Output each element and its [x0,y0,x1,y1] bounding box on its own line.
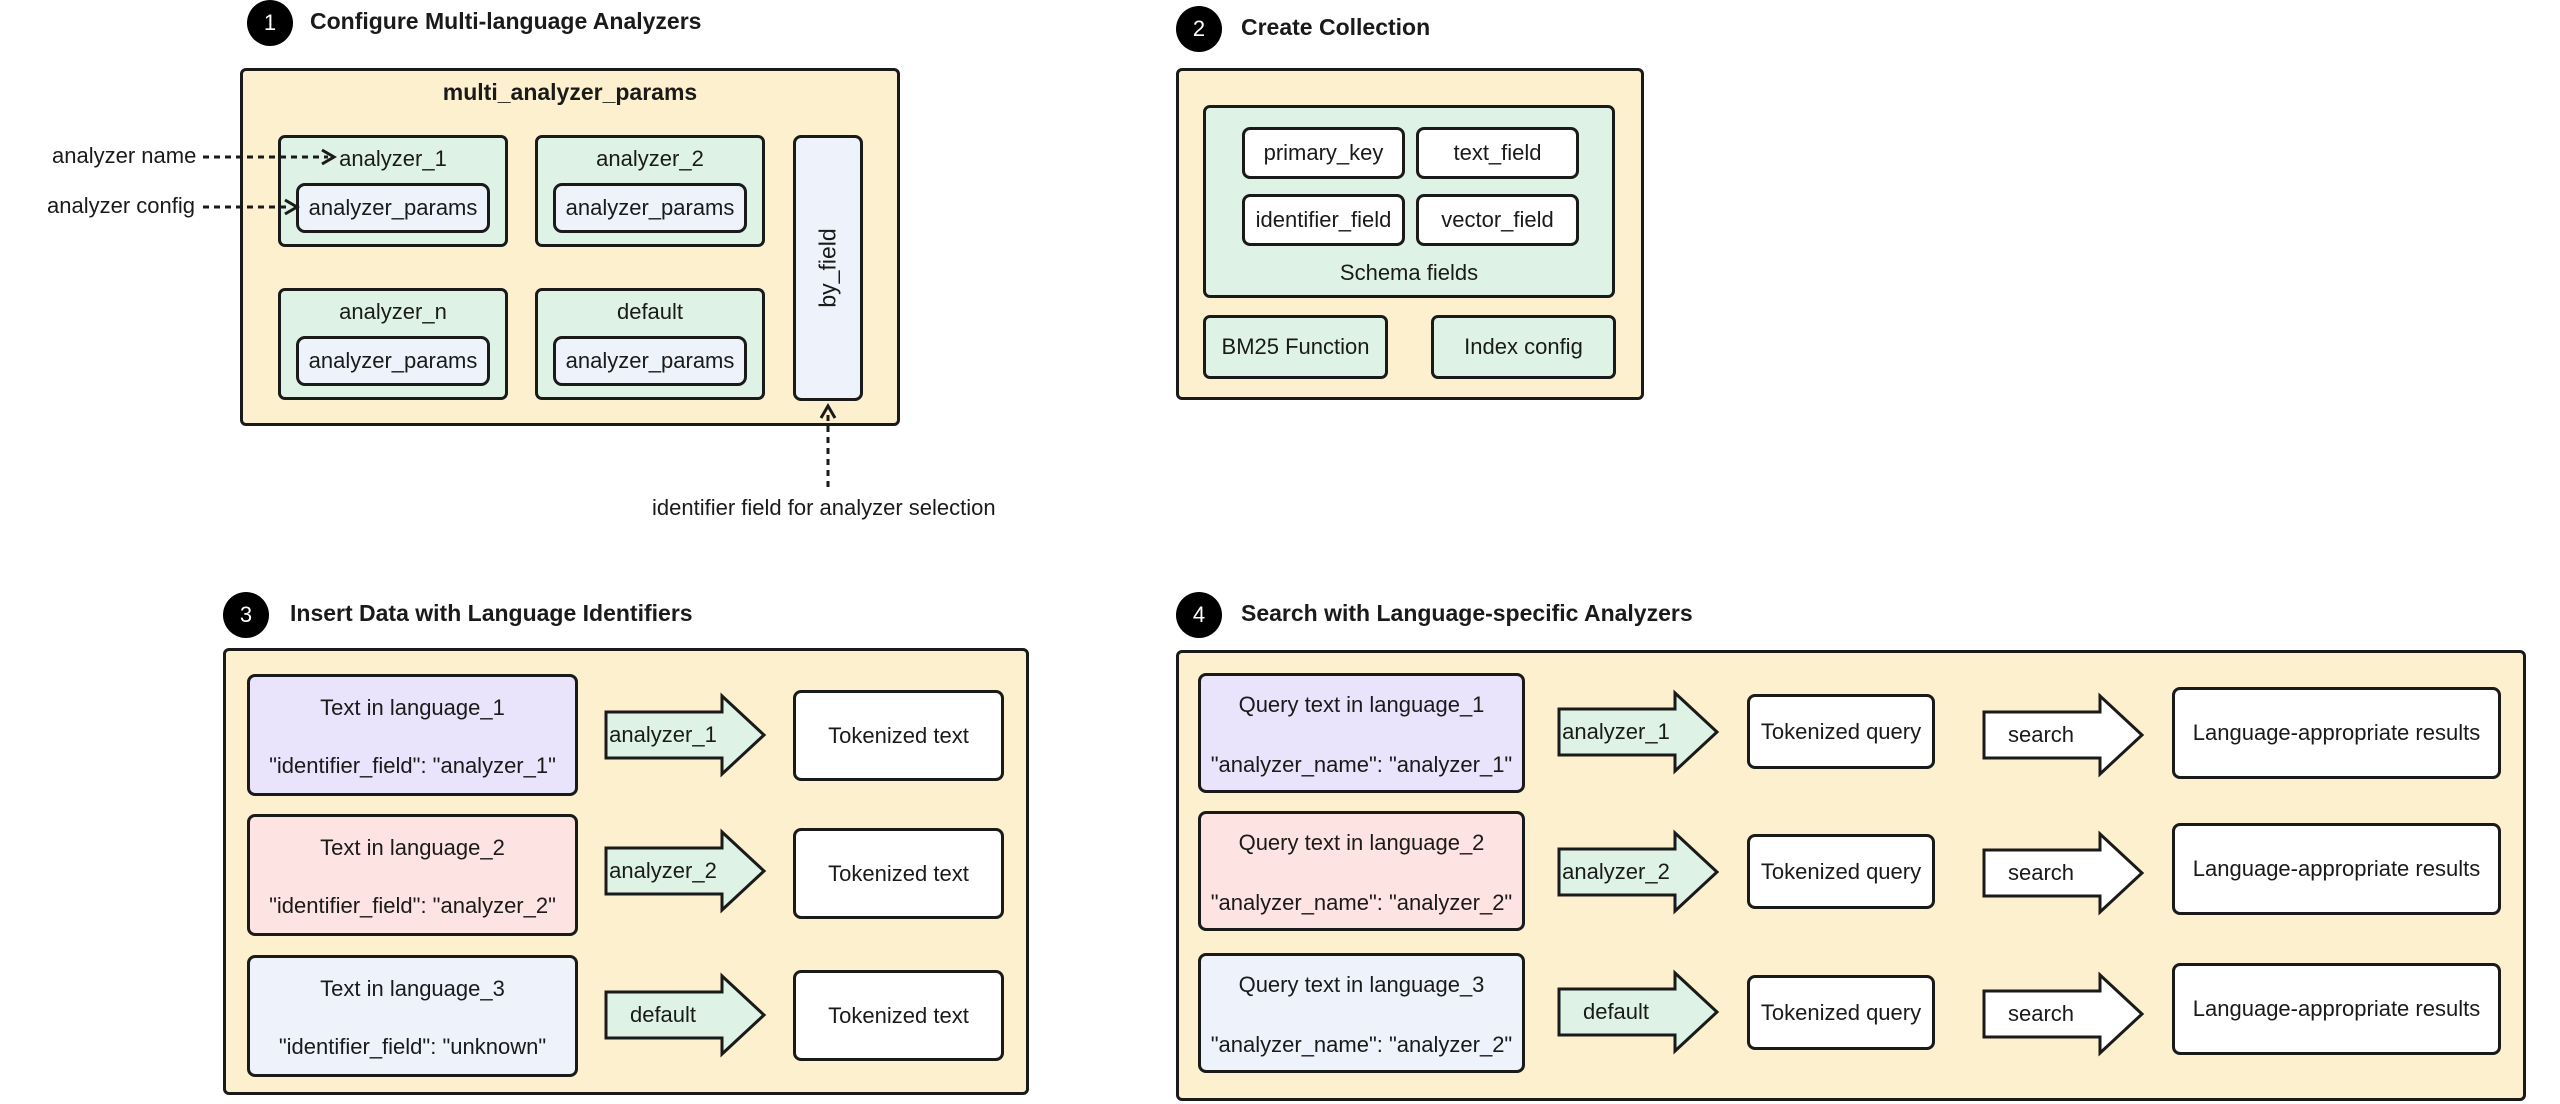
search-arrow-label: search [2007,860,2075,885]
analyzer-name-value: "analyzer_name": "analyzer_2" [1210,890,1513,915]
source-text: Text in language_2 [320,835,505,860]
analyzer-card-1: analyzer_1 analyzer_params [278,135,508,247]
analyzer-arrow [1557,829,1720,915]
source-text: Text in language_3 [320,976,505,1001]
step-4-title: Search with Language-specific Analyzers [1241,600,1693,626]
analyzer-arrow-label: analyzer_2 [1562,859,1670,884]
analyzer-card-default: default analyzer_params [535,288,765,400]
analyzer-arrow [1557,969,1720,1055]
schema-fields-label: Schema fields [1339,260,1479,285]
analyzer-name: analyzer_n [339,299,447,324]
search-arrow-label: search [2007,722,2075,747]
search-arrow-label: search [2007,1001,2075,1026]
analyzer-params-box: analyzer_params [553,183,747,233]
query-text-box: Query text in language_2 "analyzer_name"… [1198,811,1525,931]
analyzer-arrow-label: analyzer_2 [609,858,717,883]
step-4-badge: 4 [1176,592,1222,638]
analyzer-card-2: analyzer_2 analyzer_params [535,135,765,247]
step-3-badge: 3 [223,592,269,638]
source-text-box: Text in language_1 "identifier_field": "… [247,674,578,796]
step-3-title: Insert Data with Language Identifiers [290,600,693,626]
analyzer-arrow [604,692,767,778]
tokenized-query-box: Tokenized query [1747,694,1935,769]
analyzer-arrow-label: default [629,1002,697,1027]
source-text: Text in language_1 [320,695,505,720]
results-box: Language-appropriate results [2172,963,2501,1055]
analyzer-params-box: analyzer_params [296,336,490,386]
analyzer-card-n: analyzer_n analyzer_params [278,288,508,400]
analyzer-arrow-label: default [1582,999,1650,1024]
identifier-value: "identifier_field": "analyzer_2" [269,893,556,918]
tokenized-query-box: Tokenized query [1747,975,1935,1050]
analyzer-arrow-label: analyzer_1 [609,722,717,747]
annotation-analyzer-name: analyzer name [52,143,197,168]
results-box: Language-appropriate results [2172,823,2501,915]
step-2-title: Create Collection [1241,14,1431,40]
analyzer-arrow [1557,689,1720,775]
tokenized-text-box: Tokenized text [793,828,1004,919]
identifier-field-note: identifier field for analyzer selection [652,495,996,520]
source-text-box: Text in language_2 "identifier_field": "… [247,814,578,936]
query-text: Query text in language_3 [1238,972,1485,997]
analyzer-arrow [604,972,767,1058]
analyzer-arrow [604,828,767,914]
source-text-box: Text in language_3 "identifier_field": "… [247,955,578,1077]
tokenized-text-box: Tokenized text [793,970,1004,1061]
annotation-analyzer-config: analyzer config [47,193,195,218]
arrowhead [819,403,837,419]
bm25-function-box: BM25 Function [1203,315,1388,379]
analyzer-name: default [616,299,684,324]
tokenized-text-box: Tokenized text [793,690,1004,781]
query-text: Query text in language_2 [1238,830,1485,855]
field-vector-field: vector_field [1416,194,1579,246]
analyzer-name-value: "analyzer_name": "analyzer_1" [1210,752,1513,777]
results-box: Language-appropriate results [2172,687,2501,779]
analyzer-params-box: analyzer_params [296,183,490,233]
analyzer-params-box: analyzer_params [553,336,747,386]
identifier-value: "identifier_field": "unknown" [278,1034,547,1059]
search-arrow [1982,971,2145,1057]
analyzer-name: analyzer_1 [339,146,447,171]
field-identifier-field: identifier_field [1242,194,1405,246]
tokenized-query-box: Tokenized query [1747,834,1935,909]
by-field-box: by_field [793,135,863,401]
step-1-title: Configure Multi-language Analyzers [310,8,702,34]
query-text-box: Query text in language_1 "analyzer_name"… [1198,673,1525,793]
arrowhead [321,148,337,166]
analyzer-arrow-label: analyzer_1 [1562,719,1670,744]
identifier-value: "identifier_field": "analyzer_1" [269,753,556,778]
step-2-badge: 2 [1176,6,1222,52]
analyzer-name: analyzer_2 [596,146,704,171]
panel-title: multi_analyzer_params [442,79,698,105]
analyzer-name-value: "analyzer_name": "analyzer_2" [1210,1032,1513,1057]
arrowhead [284,198,300,216]
query-text-box: Query text in language_3 "analyzer_name"… [1198,953,1525,1073]
search-arrow [1982,692,2145,778]
field-text-field: text_field [1416,127,1579,179]
index-config-box: Index config [1431,315,1616,379]
query-text: Query text in language_1 [1238,692,1485,717]
search-arrow [1982,830,2145,916]
step-1-badge: 1 [247,0,293,46]
field-primary-key: primary_key [1242,127,1405,179]
